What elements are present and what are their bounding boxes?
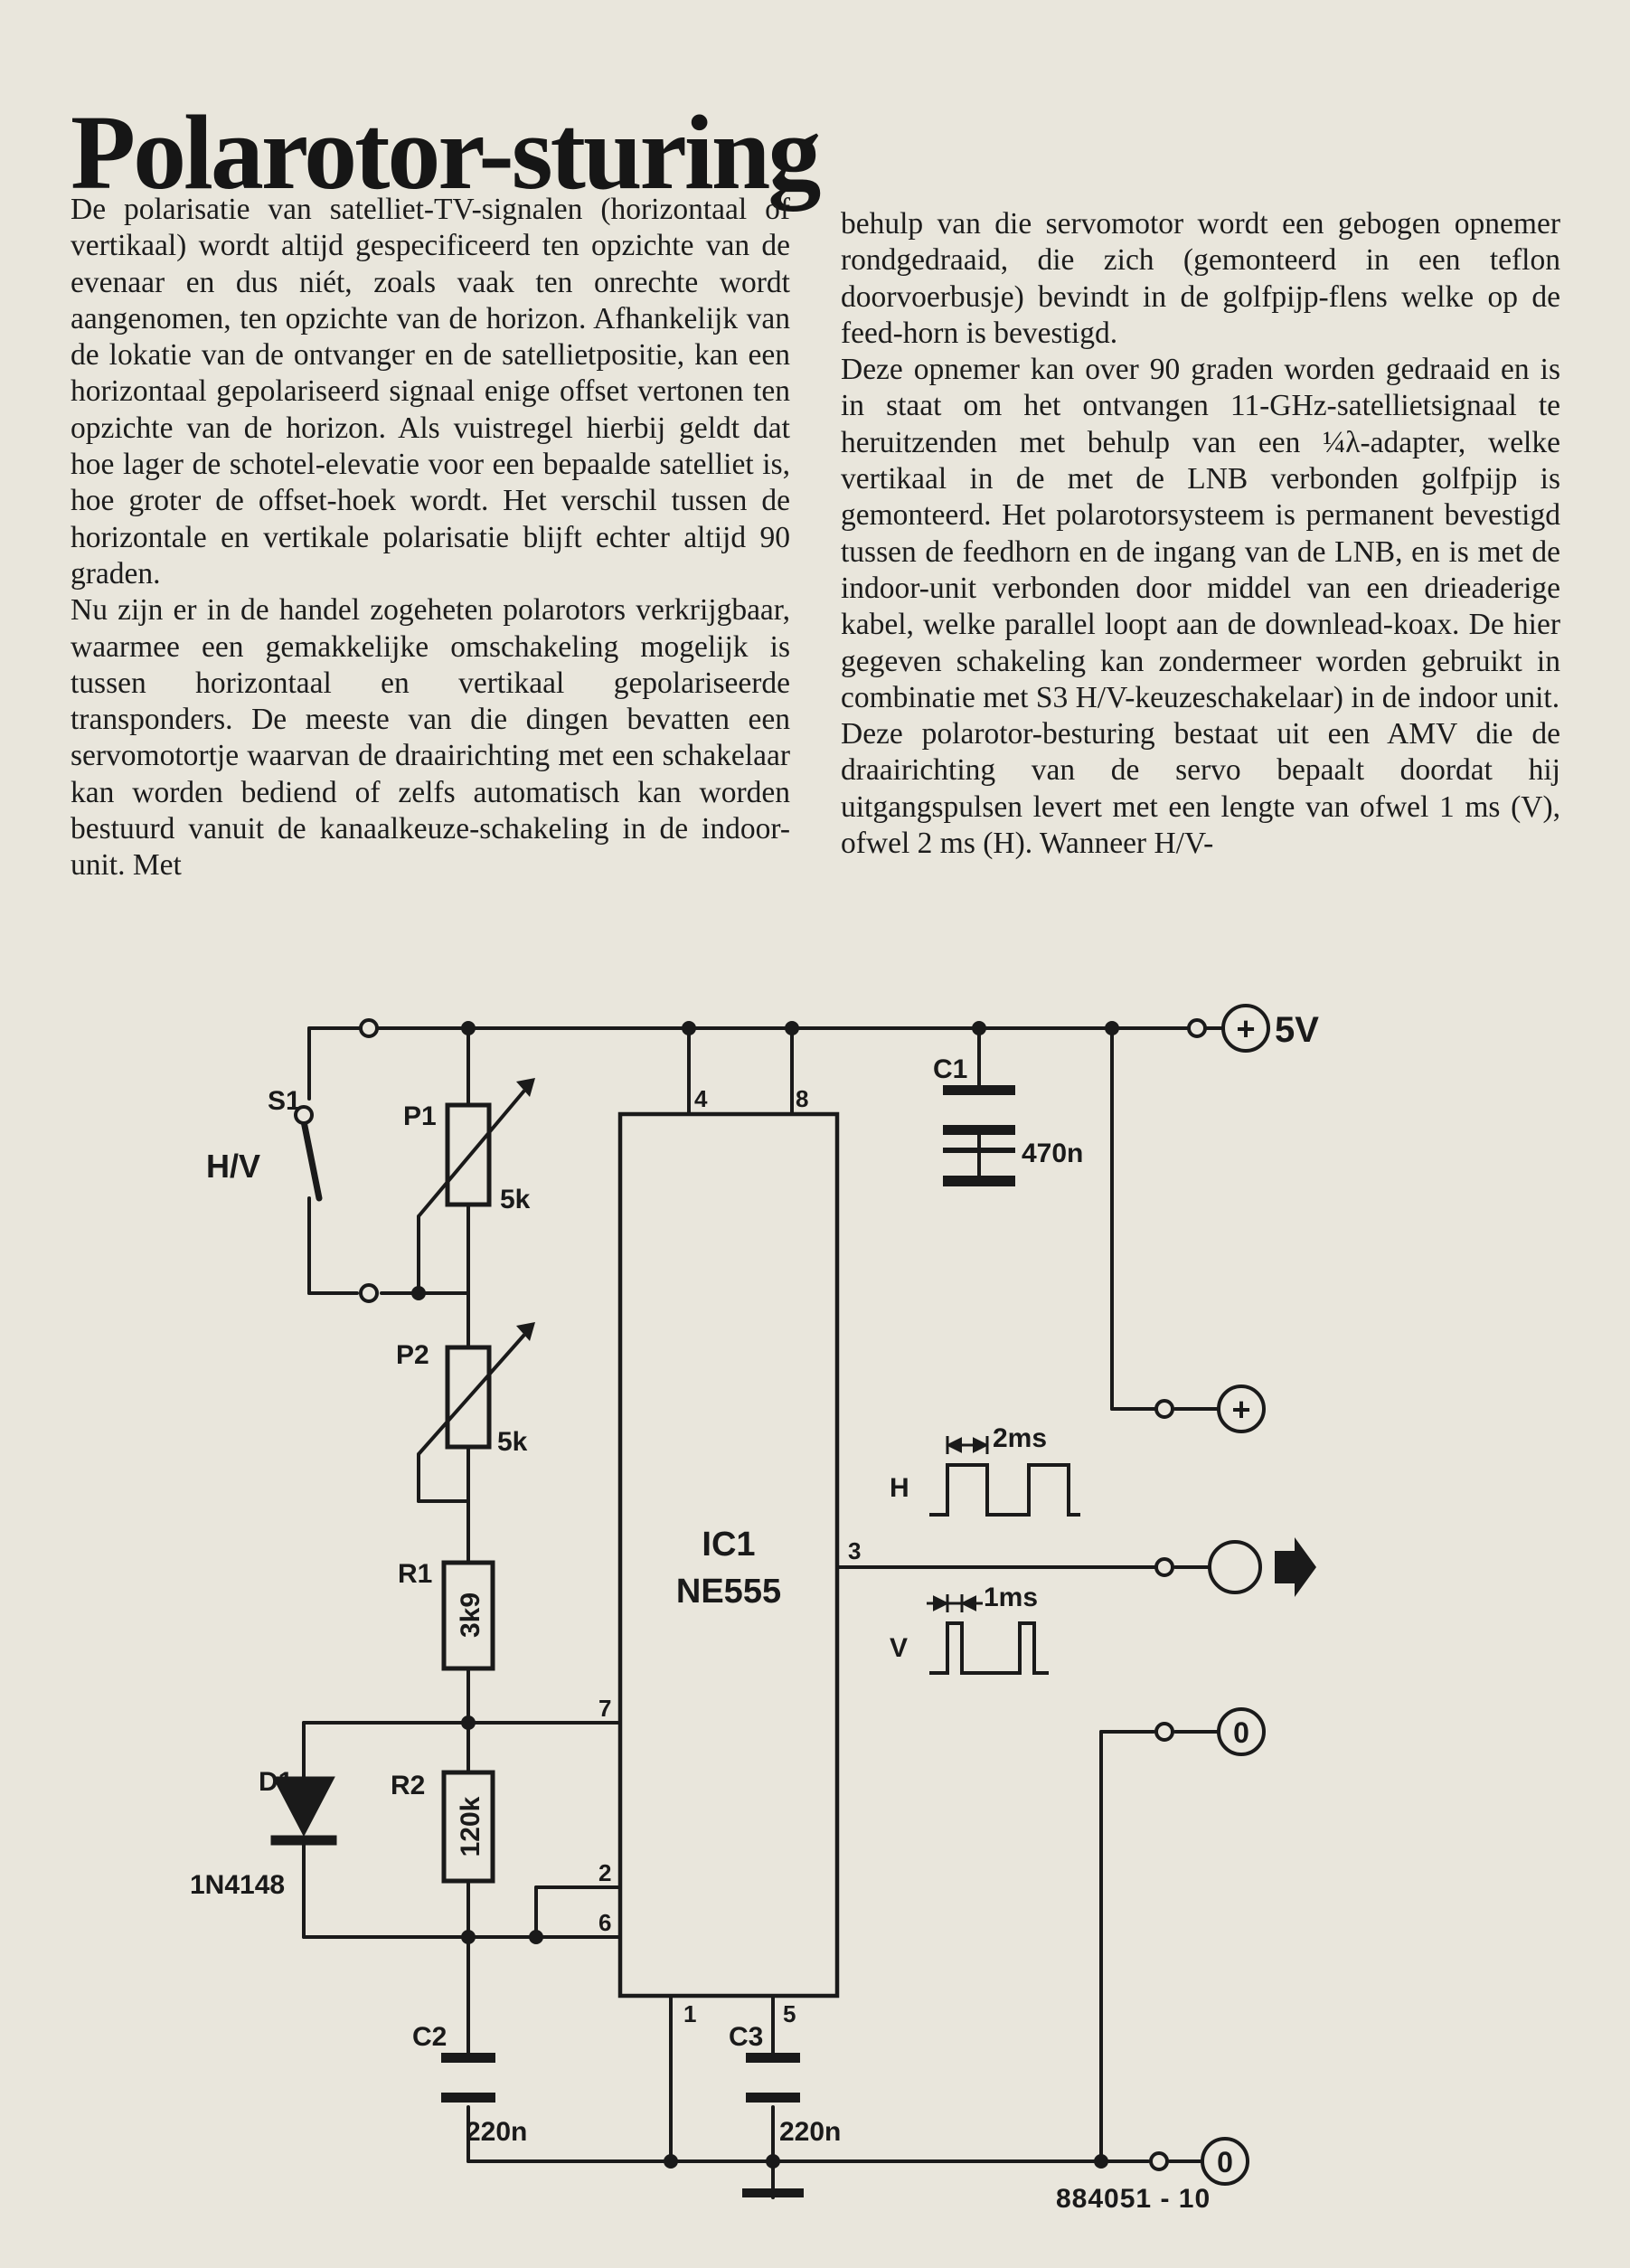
paragraph: De polarisatie van satelliet-TV-signalen… <box>71 193 790 591</box>
c3-plate-top <box>746 2053 800 2063</box>
pin-7-label: 7 <box>598 1695 611 1722</box>
plus-5v-circle-icon <box>1221 1004 1270 1053</box>
c3-label: C3 <box>729 2022 763 2052</box>
p1-label: P1 <box>403 1101 437 1131</box>
pin-1-label: 1 <box>683 2000 696 2027</box>
junction-dot <box>411 1286 426 1300</box>
junction-dot <box>294 1105 314 1125</box>
ic1-label: IC1 <box>702 1526 755 1564</box>
c1-label: C1 <box>933 1054 967 1084</box>
c3-plate-bottom <box>746 2093 800 2103</box>
junction-dot <box>682 1021 696 1035</box>
servo-plus-circle-icon <box>1217 1384 1266 1433</box>
p1-adjust-arrow <box>417 1089 526 1218</box>
terminal-s1-bottom <box>359 1283 379 1303</box>
paragraph: Deze polarotor-besturing bestaat uit een… <box>841 717 1560 861</box>
p2-resistor-body <box>445 1345 492 1450</box>
pin-4-label: 4 <box>694 1085 708 1112</box>
supply-label: 5V <box>1275 1010 1319 1050</box>
s1-switch-blade <box>300 1118 323 1202</box>
p2-label: P2 <box>396 1340 429 1370</box>
output-arrow-icon <box>1275 1537 1316 1597</box>
r1-resistor-body <box>441 1560 495 1671</box>
pin-2-label: 2 <box>598 1859 611 1886</box>
pulse-waveform-v <box>929 1621 1049 1675</box>
text-column-left: De polarisatie van satelliet-TV-signalen… <box>71 192 790 884</box>
pin-3-label: 3 <box>848 1537 861 1564</box>
servo-plus-symbol: + <box>1231 1391 1250 1428</box>
text-column-right: behulp van die servomotor wordt een gebo… <box>841 206 1560 862</box>
c2-value: 220n <box>466 2117 527 2147</box>
page-footer-code: 884051 - 10 <box>1056 2184 1211 2214</box>
terminal-servo-plus <box>1154 1399 1174 1419</box>
terminal-gnd-lower <box>1149 2151 1169 2171</box>
c2-plate-top <box>441 2053 495 2063</box>
c1-plate-bottom <box>943 1125 1015 1135</box>
c2-label: C2 <box>412 2022 447 2052</box>
r1-label: R1 <box>398 1559 432 1589</box>
terminal-gnd-upper <box>1154 1722 1174 1742</box>
c3-value: 220n <box>779 2117 841 2147</box>
junction-dot <box>972 1021 986 1035</box>
gnd-symbol-lower: 0 <box>1217 2146 1233 2178</box>
paragraph: behulp van die servomotor wordt een gebo… <box>841 207 1560 350</box>
junction-dot <box>766 2154 780 2169</box>
ic1-body <box>617 1111 840 1999</box>
terminal-output <box>1154 1557 1174 1577</box>
d1-label: D1 <box>259 1767 293 1797</box>
paragraph: Nu zijn er in de handel zogeheten polaro… <box>71 593 790 883</box>
p1-value: 5k <box>500 1185 531 1214</box>
junction-dot <box>461 1930 476 1944</box>
c2-plate-bottom <box>441 2093 495 2103</box>
p2-value: 5k <box>497 1427 528 1457</box>
junction-dot <box>529 1930 543 1944</box>
p1-resistor-body <box>445 1102 492 1207</box>
d1-diode-triangle <box>272 1776 335 1838</box>
gnd-circle-icon-upper <box>1217 1707 1266 1756</box>
ic1-type: NE555 <box>676 1573 781 1611</box>
r2-value: 120k <box>456 1796 485 1857</box>
s1-function-label: H/V <box>206 1148 260 1185</box>
junction-dot <box>461 1021 476 1035</box>
p1-arrow-head <box>516 1078 535 1097</box>
pulse-waveform-h <box>929 1463 1080 1517</box>
d1-value: 1N4148 <box>190 1870 285 1900</box>
paragraph: Deze opnemer kan over 90 graden worden g… <box>841 353 1560 714</box>
gnd-circle-icon-lower <box>1201 2137 1249 2186</box>
junction-dot <box>785 1021 799 1035</box>
junction-dot <box>461 1715 476 1730</box>
r2-label: R2 <box>391 1771 425 1800</box>
ground-bar <box>742 2188 804 2197</box>
article-title: Polarotor-sturing <box>71 93 821 213</box>
c1-body-plate <box>943 1176 1015 1186</box>
junction-dot <box>1094 2154 1108 2169</box>
terminal-s1-top <box>359 1018 379 1038</box>
plus-5v-symbol: + <box>1236 1010 1255 1047</box>
pulse-h-label: H <box>890 1473 909 1503</box>
pin-6-label: 6 <box>598 1909 611 1936</box>
output-connector-circle <box>1208 1540 1262 1594</box>
d1-diode-bar <box>270 1835 337 1846</box>
gnd-symbol-upper: 0 <box>1233 1716 1249 1749</box>
c1-value: 470n <box>1022 1139 1083 1168</box>
junction-dot <box>664 2154 678 2169</box>
pulse-h-width: 2ms <box>993 1423 1047 1453</box>
pin-8-label: 8 <box>796 1085 808 1112</box>
c1-plate-top <box>943 1085 1015 1095</box>
p2-adjust-arrow <box>417 1333 526 1456</box>
terminal-5v <box>1187 1018 1207 1038</box>
pulse-v-width: 1ms <box>984 1583 1038 1612</box>
r2-resistor-body <box>441 1770 495 1884</box>
p2-arrow-head <box>516 1322 535 1341</box>
pulse-v-label: V <box>890 1633 908 1663</box>
r1-value: 3k9 <box>456 1592 485 1638</box>
junction-dot <box>1105 1021 1119 1035</box>
pin-5-label: 5 <box>783 2000 796 2027</box>
s1-label: S1 <box>268 1086 301 1116</box>
